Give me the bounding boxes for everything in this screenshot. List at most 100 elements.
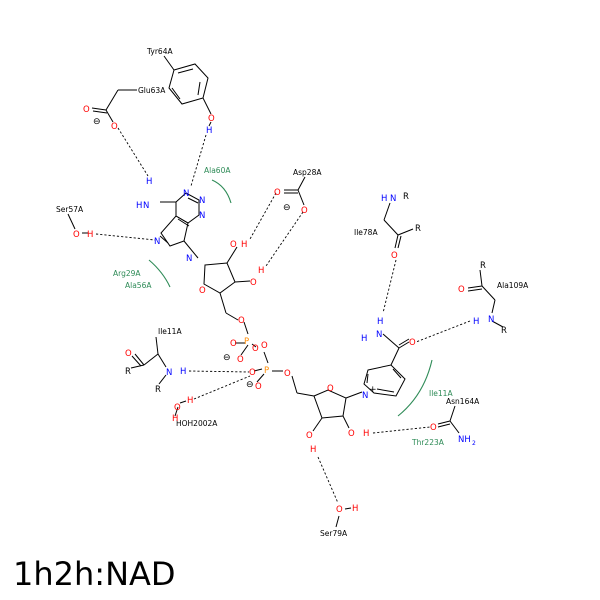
svg-text:N: N bbox=[390, 194, 396, 204]
ser57a-hydroxyl bbox=[67, 213, 88, 234]
label-ser79a: Ser79A bbox=[320, 529, 348, 538]
svg-text:R: R bbox=[501, 326, 507, 336]
svg-text:H: H bbox=[180, 367, 186, 377]
svg-text:⊖: ⊖ bbox=[246, 380, 254, 390]
asn164a-amide bbox=[437, 405, 460, 434]
svg-text:R: R bbox=[403, 192, 409, 202]
svg-text:O: O bbox=[238, 316, 245, 326]
svg-text:O: O bbox=[261, 341, 268, 351]
svg-text:O: O bbox=[274, 188, 281, 198]
svg-text:+: + bbox=[369, 385, 377, 395]
hbond-asp28a-o2 bbox=[249, 192, 277, 240]
svg-text:R: R bbox=[125, 367, 131, 377]
label-hoh2002a: HOH2002A bbox=[176, 419, 218, 428]
svg-text:O: O bbox=[252, 344, 259, 354]
svg-text:O: O bbox=[409, 338, 416, 348]
svg-text:H: H bbox=[146, 177, 152, 187]
svg-text:N: N bbox=[376, 330, 382, 340]
svg-text:H: H bbox=[206, 126, 212, 136]
hbond-ile11a-phosphate bbox=[188, 370, 250, 373]
svg-text:N: N bbox=[199, 196, 205, 206]
svg-text:N: N bbox=[154, 237, 160, 247]
svg-text:H: H bbox=[352, 504, 358, 514]
svg-text:H: H bbox=[187, 396, 193, 406]
label-asn164a: Asn164A bbox=[446, 397, 480, 406]
svg-text:O: O bbox=[174, 403, 181, 413]
hydrophobic-arc-ile11a bbox=[397, 359, 433, 417]
svg-text:⊖: ⊖ bbox=[223, 353, 231, 363]
svg-text:⊖: ⊖ bbox=[283, 203, 291, 213]
svg-text:H: H bbox=[241, 240, 247, 250]
svg-text:H: H bbox=[381, 194, 387, 204]
svg-text:O: O bbox=[391, 251, 398, 261]
svg-text:R: R bbox=[480, 261, 486, 271]
svg-text:NH: NH bbox=[458, 435, 471, 445]
svg-text:H: H bbox=[258, 266, 264, 276]
nicotinamide-ring bbox=[363, 333, 410, 397]
svg-text:O: O bbox=[83, 105, 90, 115]
svg-text:R: R bbox=[415, 224, 421, 234]
label-ala60a: Ala60A bbox=[204, 166, 231, 175]
svg-text:P: P bbox=[264, 366, 269, 376]
hbond-water-phosphate bbox=[193, 375, 251, 400]
svg-text:O: O bbox=[208, 114, 215, 124]
nicotinamide-ribose bbox=[312, 389, 363, 432]
svg-text:O: O bbox=[125, 349, 132, 359]
svg-text:R: R bbox=[155, 385, 161, 395]
hbond-ile78a-amide bbox=[382, 259, 397, 314]
svg-text:O: O bbox=[249, 368, 256, 378]
hbond-tyr64a-n1 bbox=[190, 134, 207, 187]
label-ala56a: Ala56A bbox=[125, 281, 152, 290]
water-hoh2002a bbox=[174, 400, 187, 417]
ala109a-backbone bbox=[467, 269, 504, 328]
svg-text:N: N bbox=[183, 189, 189, 199]
ser79a-hydroxyl bbox=[335, 507, 352, 528]
tyr64a-ring bbox=[163, 55, 212, 127]
svg-text:O: O bbox=[255, 382, 262, 392]
svg-text:⊖: ⊖ bbox=[93, 117, 101, 127]
svg-text:N: N bbox=[362, 391, 368, 401]
svg-text:O: O bbox=[458, 285, 465, 295]
svg-text:O: O bbox=[284, 369, 291, 379]
hbond-asn164a-o2n bbox=[372, 426, 431, 434]
label-tyr64a: Tyr64A bbox=[146, 47, 173, 56]
svg-text:O: O bbox=[111, 122, 118, 132]
svg-text:O: O bbox=[327, 384, 334, 394]
hydrogen-bonds bbox=[95, 127, 471, 504]
svg-text:O: O bbox=[73, 230, 80, 240]
svg-text:2: 2 bbox=[472, 440, 476, 447]
svg-text:H: H bbox=[87, 230, 93, 240]
svg-text:O: O bbox=[348, 429, 355, 439]
label-ile11a: Ile11A bbox=[158, 327, 182, 336]
svg-text:O: O bbox=[430, 423, 437, 433]
hbond-glu63a-n6 bbox=[117, 127, 149, 177]
hbond-ala109a-amide bbox=[415, 320, 471, 343]
svg-text:O: O bbox=[230, 339, 237, 349]
adenine-ring bbox=[159, 192, 200, 259]
svg-text:O: O bbox=[237, 355, 244, 365]
atom-symbols: O ⊖ O O H H H N N N N N N O H O ⊖ O O H … bbox=[73, 105, 507, 515]
diagram-title: 1h2h:NAD bbox=[13, 555, 176, 593]
label-ile78a: Ile78A bbox=[354, 228, 378, 237]
svg-text:N: N bbox=[186, 254, 192, 264]
ile11a-backbone bbox=[130, 336, 167, 385]
svg-text:N: N bbox=[143, 201, 149, 211]
svg-text:P: P bbox=[244, 337, 249, 347]
adenosine-ribose bbox=[203, 246, 251, 321]
label-asp28a: Asp28A bbox=[293, 168, 322, 177]
hydrophobic-arc-arg29a bbox=[148, 259, 171, 288]
svg-text:N: N bbox=[199, 211, 205, 221]
label-thr223a: Thr223A bbox=[411, 438, 445, 447]
svg-text:H: H bbox=[361, 334, 367, 344]
label-ile11a-hydrophobic: Ile11A bbox=[429, 389, 453, 398]
label-ser57a: Ser57A bbox=[56, 205, 84, 214]
svg-text:H: H bbox=[172, 414, 178, 424]
glu63a-carboxylate bbox=[91, 89, 137, 123]
svg-text:H: H bbox=[310, 445, 316, 455]
svg-text:H: H bbox=[473, 317, 479, 327]
label-glu63a: Glu63A bbox=[138, 86, 166, 95]
svg-text:O: O bbox=[230, 240, 237, 250]
hbond-ser79a-o3n bbox=[317, 456, 339, 504]
label-arg29a: Arg29A bbox=[113, 269, 141, 278]
label-ala109a: Ala109A bbox=[497, 281, 529, 290]
